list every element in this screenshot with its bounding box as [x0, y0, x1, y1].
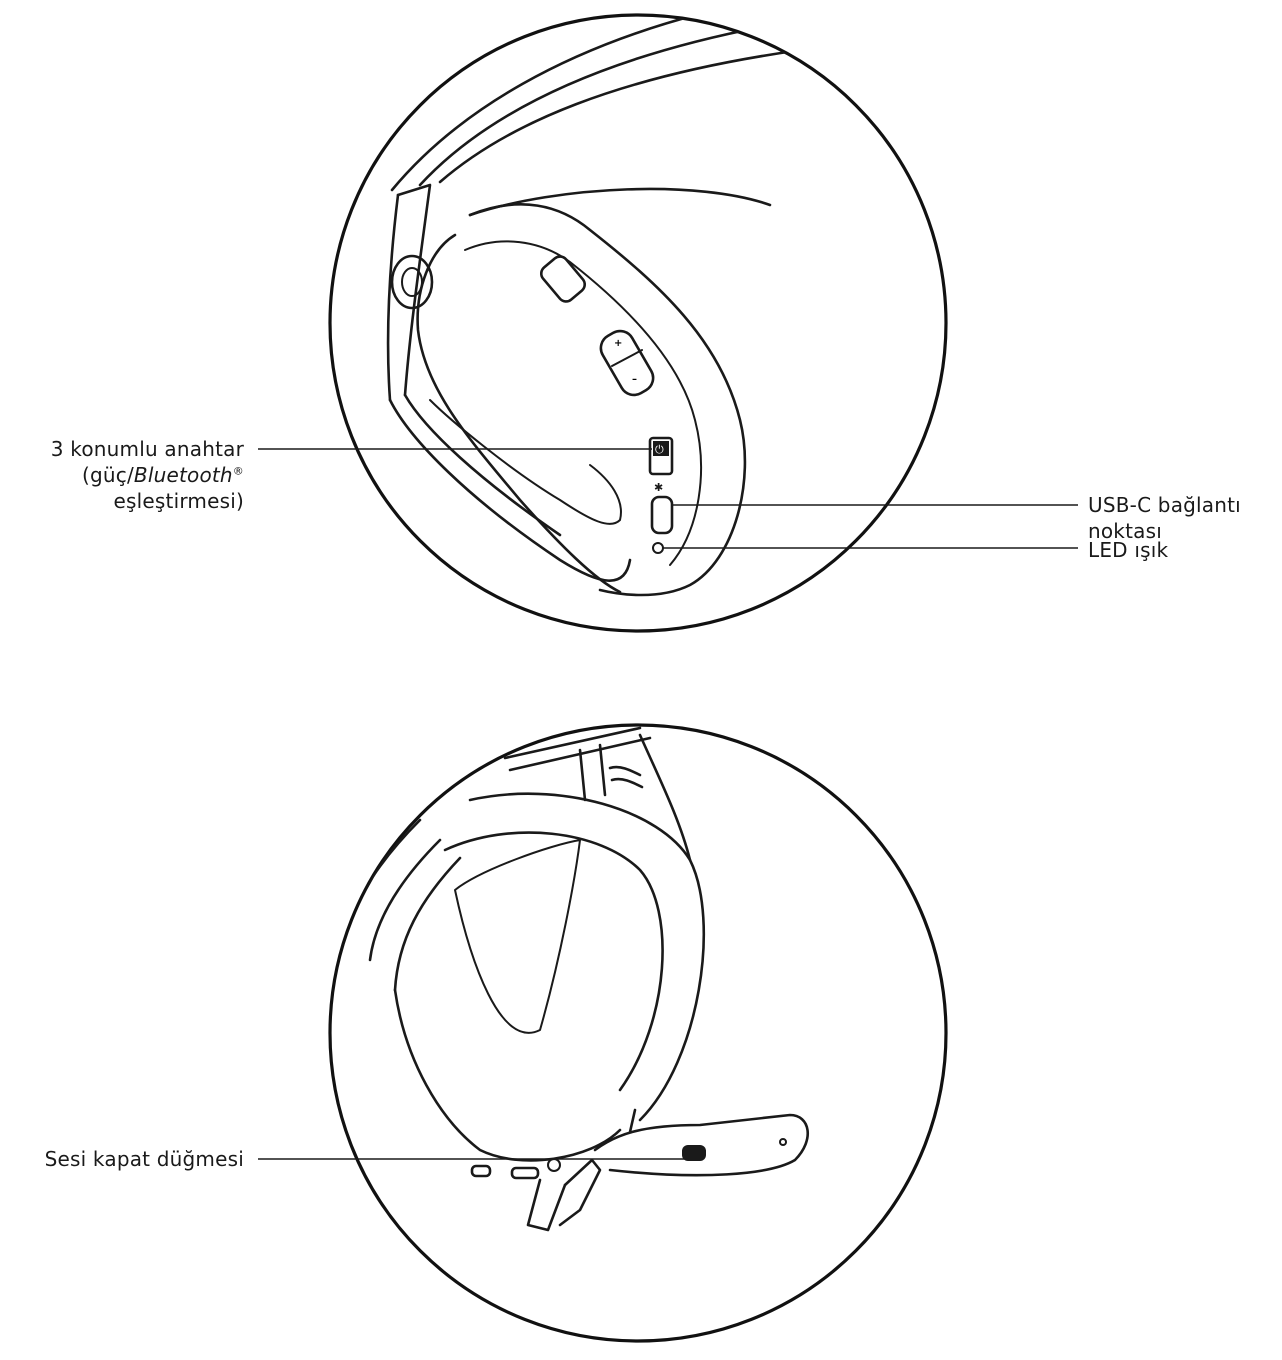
- led-callout-label: LED ışık: [1088, 538, 1169, 562]
- bluetooth-icon: ✱: [654, 481, 663, 494]
- minus-symbol: –: [632, 374, 637, 385]
- usb-label-line1: USB-C bağlantı: [1088, 493, 1241, 517]
- mute-button-callout-label: Sesi kapat düğmesi: [44, 1147, 244, 1171]
- switch-label-line3: eşleştirmesi): [113, 489, 244, 513]
- power-icon: ⏻: [655, 443, 664, 456]
- bottom-detail-circle: [328, 723, 948, 1343]
- plus-symbol: +: [614, 338, 622, 349]
- switch-label-line1: 3 konumlu anahtar: [50, 437, 244, 461]
- bottom-headset-illustration: [343, 726, 810, 1232]
- usb-label-line2: noktası: [1088, 519, 1162, 543]
- switch-callout-label: 3 konumlu anahtar (güç/Bluetooth® eşleşt…: [51, 436, 244, 514]
- usb-c-callout-label: USB-C bağlantı noktası: [1088, 492, 1241, 544]
- top-headset-illustration: + – ⏻ ✱: [386, 15, 842, 597]
- top-detail-circle: + – ⏻ ✱: [328, 13, 948, 633]
- switch-label-line2: (güç/Bluetooth®: [81, 463, 244, 487]
